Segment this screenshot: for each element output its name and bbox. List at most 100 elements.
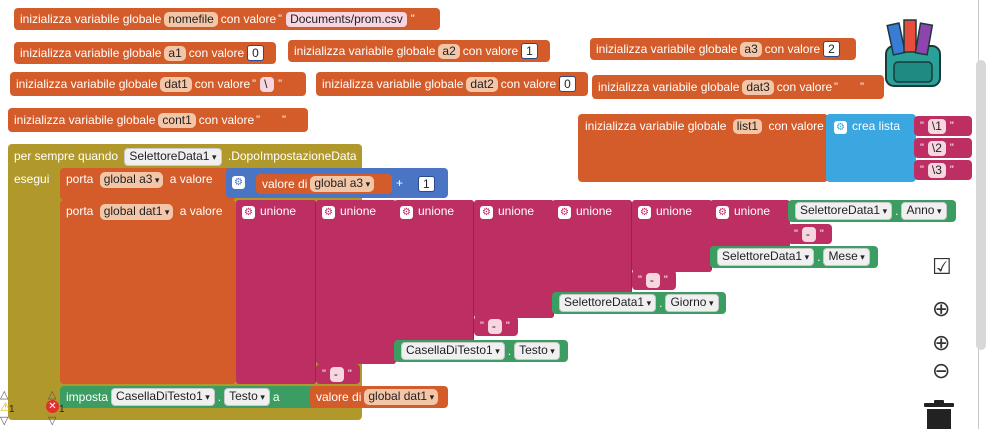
string-field[interactable]: \ <box>260 76 275 92</box>
trash-icon[interactable] <box>922 400 956 429</box>
year-getter-block[interactable]: SelettoreData1.Anno <box>788 200 956 222</box>
zoom-out-icon[interactable]: ⊖ <box>932 358 951 383</box>
var-dropdown[interactable]: global a3 <box>99 172 164 188</box>
number-field[interactable]: 1 <box>418 176 435 192</box>
property-dropdown[interactable]: Giorno <box>665 294 719 312</box>
property-dropdown[interactable]: Anno <box>901 202 947 220</box>
gear-icon[interactable]: ⚙ <box>400 206 413 219</box>
backpack-icon[interactable] <box>882 18 944 90</box>
string-field[interactable]: Documents/prom.csv <box>286 11 407 27</box>
init-dat3-block[interactable]: inizializza variabile globale dat3 con v… <box>592 75 884 99</box>
init-a2-block[interactable]: inizializza variabile globale a2 con val… <box>288 40 550 62</box>
list-item-1[interactable]: "\1" <box>914 116 972 136</box>
var-dropdown[interactable]: global dat1 <box>364 389 439 405</box>
separator-string-1[interactable]: "-" <box>788 224 832 244</box>
separator-string-4[interactable]: "-" <box>316 364 360 384</box>
string-field[interactable]: - <box>487 318 502 334</box>
string-field[interactable]: - <box>645 272 660 288</box>
vertical-scrollbar[interactable] <box>976 60 986 350</box>
checklist-icon[interactable]: ☑ <box>932 254 952 279</box>
property-dropdown[interactable]: Testo <box>514 342 560 360</box>
var-name-field[interactable]: dat1 <box>160 76 192 92</box>
string-field[interactable]: \3 <box>927 162 946 178</box>
init-a1-block[interactable]: inizializza variabile globale a1 con val… <box>14 42 276 64</box>
join-block-6[interactable]: ⚙unione <box>632 200 712 272</box>
var-name-field[interactable]: a3 <box>740 41 762 57</box>
var-name-field[interactable]: list1 <box>732 119 763 134</box>
event-label: per sempre quando <box>14 149 119 163</box>
var-name-field[interactable]: dat3 <box>742 79 774 95</box>
day-getter-block[interactable]: SelettoreData1.Giorno <box>552 292 726 314</box>
number-field[interactable]: 0 <box>559 76 576 92</box>
chevron-down-icon[interactable]: ▽ <box>0 415 9 427</box>
list-item-2[interactable]: "\2" <box>914 138 972 158</box>
var-dropdown[interactable]: global a3 <box>310 176 375 192</box>
init-cont1-block[interactable]: inizializza variabile globale cont1 con … <box>8 108 308 132</box>
gear-icon[interactable]: ⚙ <box>232 176 245 189</box>
gear-icon[interactable]: ⚙ <box>242 206 255 219</box>
join-block-3[interactable]: ⚙unione <box>394 200 474 342</box>
init-label: inizializza variabile globale <box>598 80 740 94</box>
component-dropdown[interactable]: CasellaDiTesto1 <box>401 342 505 360</box>
var-name-field[interactable]: cont1 <box>158 112 196 128</box>
zoom-in-icon[interactable]: ⊕ <box>932 330 951 355</box>
gear-icon[interactable]: ⚙ <box>834 121 847 134</box>
string-field[interactable]: \1 <box>927 118 946 134</box>
init-dat2-block[interactable]: inizializza variabile globale dat2 con v… <box>316 72 588 96</box>
number-field[interactable]: 0 <box>247 45 264 61</box>
component-dropdown[interactable]: SelettoreData1 <box>559 294 657 312</box>
textbox-getter-block[interactable]: CasellaDiTesto1.Testo <box>394 340 568 362</box>
gear-icon[interactable]: ⚙ <box>638 206 651 219</box>
set-dat1-block[interactable]: porta global dat1 a valore <box>60 200 236 384</box>
var-name-field[interactable]: a1 <box>164 45 186 61</box>
init-label: inizializza variabile globale <box>322 77 464 91</box>
var-dropdown[interactable]: global dat1 <box>99 204 174 220</box>
gear-icon[interactable]: ⚙ <box>322 206 335 219</box>
create-list-label: crea lista <box>852 119 901 133</box>
gear-icon[interactable]: ⚙ <box>558 206 571 219</box>
gear-icon[interactable]: ⚙ <box>716 206 729 219</box>
init-a3-block[interactable]: inizializza variabile globale a3 con val… <box>590 38 856 60</box>
join-block-1[interactable]: ⚙unione <box>236 200 316 384</box>
warning-indicator[interactable]: △ ⚠ 1 ▽ <box>0 389 18 428</box>
string-field[interactable]: - <box>801 226 816 242</box>
number-field[interactable]: 2 <box>823 41 840 57</box>
error-indicator[interactable]: △ ✕ 1 ▽ <box>46 389 68 428</box>
var-name-field[interactable]: nomefile <box>164 11 218 27</box>
set-a3-block[interactable]: porta global a3 a valore <box>60 168 236 200</box>
property-dropdown[interactable]: Mese <box>823 248 870 266</box>
component-dropdown[interactable]: SelettoreData1 <box>717 248 815 266</box>
month-getter-block[interactable]: SelettoreData1.Mese <box>710 246 878 268</box>
var-name-field[interactable]: a2 <box>438 43 460 59</box>
warning-count: 1 <box>9 404 15 415</box>
init-list1-block[interactable]: inizializza variabile globale list1 con … <box>578 114 828 182</box>
join-block-4[interactable]: ⚙unione <box>474 200 554 318</box>
number-field[interactable]: 1 <box>521 43 538 59</box>
list-item-3[interactable]: "\3" <box>914 160 972 180</box>
set-textbox-block[interactable]: imposta CasellaDiTesto1.Testo a <box>60 386 318 408</box>
string-field[interactable]: - <box>329 366 344 382</box>
join-block-7[interactable]: ⚙unione <box>710 200 790 248</box>
property-dropdown[interactable]: Testo <box>224 388 270 406</box>
gear-icon[interactable]: ⚙ <box>480 206 493 219</box>
get-dat1-block[interactable]: valore di global dat1 <box>310 386 448 408</box>
component-dropdown[interactable]: CasellaDiTesto1 <box>111 388 215 406</box>
get-a3-block[interactable]: valore di global a3 <box>256 174 392 194</box>
chevron-up-icon[interactable]: △ <box>0 389 9 401</box>
separator-string-2[interactable]: "-" <box>632 270 676 290</box>
center-target-icon[interactable]: ⊕ <box>932 296 951 321</box>
quote-close: " <box>949 142 954 154</box>
init-dat1-block[interactable]: inizializza variabile globale dat1 con v… <box>10 72 306 96</box>
component-dropdown[interactable]: SelettoreData1 <box>795 202 893 220</box>
string-field[interactable]: \2 <box>927 140 946 156</box>
join-block-5[interactable]: ⚙unione <box>552 200 632 294</box>
join-block-2[interactable]: ⚙unione <box>316 200 396 364</box>
separator-string-3[interactable]: "-" <box>474 316 518 336</box>
with-label: con valore <box>198 113 255 127</box>
component-dropdown[interactable]: SelettoreData1 <box>124 148 222 166</box>
init-nomefile-block[interactable]: inizializza variabile globale nomefile c… <box>14 8 440 30</box>
chevron-down-icon[interactable]: ▽ <box>48 415 57 427</box>
var-name-field[interactable]: dat2 <box>466 76 498 92</box>
create-list-block[interactable]: ⚙ crea lista <box>826 114 916 182</box>
chevron-up-icon[interactable]: △ <box>48 389 57 401</box>
